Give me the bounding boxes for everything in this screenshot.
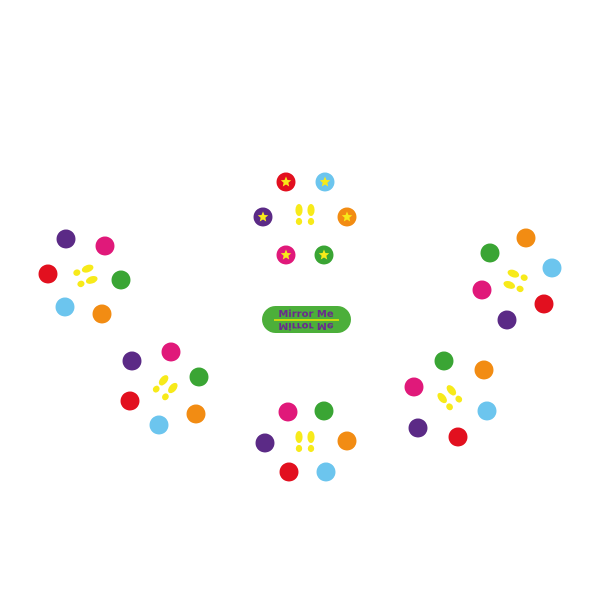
dot-blue — [477, 401, 497, 421]
dot-blue — [149, 415, 169, 435]
dot-blue — [55, 297, 75, 317]
footprint-icon — [152, 375, 169, 393]
badge-title: Mirror Me — [278, 309, 333, 320]
dot-orange — [516, 228, 536, 248]
footprint-icon — [307, 204, 315, 226]
station-left-upper — [38, 229, 131, 324]
dot-pink — [278, 402, 298, 422]
dot-purple — [255, 433, 275, 453]
footprint-icon — [295, 204, 303, 226]
dot-green — [189, 367, 209, 387]
footprint-icon — [73, 264, 94, 276]
footprints-pair — [437, 385, 463, 411]
station-right-upper — [472, 228, 562, 330]
dot-orange — [92, 304, 112, 324]
footprint-icon — [77, 275, 98, 288]
footprint-icon — [507, 269, 528, 281]
dot-green — [480, 243, 500, 263]
dot-purple — [497, 310, 517, 330]
star-icon — [280, 176, 292, 187]
station-center-top — [253, 172, 357, 265]
star-icon — [341, 211, 353, 222]
star-icon — [318, 249, 330, 260]
dot-red — [448, 427, 468, 447]
dot-purple — [122, 351, 142, 371]
footprint-icon — [307, 431, 315, 453]
footprint-icon — [437, 392, 453, 411]
station-right-lower — [404, 351, 497, 447]
station-bottom-center — [255, 401, 357, 482]
dot-orange — [474, 360, 494, 380]
dot-pink — [161, 342, 181, 362]
dot-blue — [316, 462, 336, 482]
footprint-icon — [162, 382, 178, 401]
badge-title-mirrored: Mirror Me — [278, 320, 333, 331]
star-icon — [280, 249, 292, 260]
dot-pink — [404, 377, 424, 397]
dot-blue — [542, 258, 562, 278]
dot-purple — [56, 229, 76, 249]
footprint-icon — [503, 280, 524, 293]
dot-red — [279, 462, 299, 482]
star-icon — [257, 211, 269, 222]
dot-pink — [95, 236, 115, 256]
dot-orange — [186, 404, 206, 424]
dot-pink — [472, 280, 492, 300]
dot-orange — [337, 431, 357, 451]
dot-red — [534, 294, 554, 314]
footprint-icon — [295, 431, 303, 453]
footprints-pair — [295, 431, 315, 453]
station-left-lower — [120, 342, 209, 435]
dot-green — [434, 351, 454, 371]
footprints-pair — [152, 375, 178, 401]
footprint-icon — [446, 385, 463, 403]
dot-red — [120, 391, 140, 411]
footprints-pair — [73, 264, 98, 288]
footprints-pair — [503, 269, 528, 293]
footprints-pair — [295, 204, 315, 226]
dot-purple — [408, 418, 428, 438]
star-icon — [319, 176, 331, 187]
dot-red — [38, 264, 58, 284]
dot-green — [314, 401, 334, 421]
dot-green — [111, 270, 131, 290]
